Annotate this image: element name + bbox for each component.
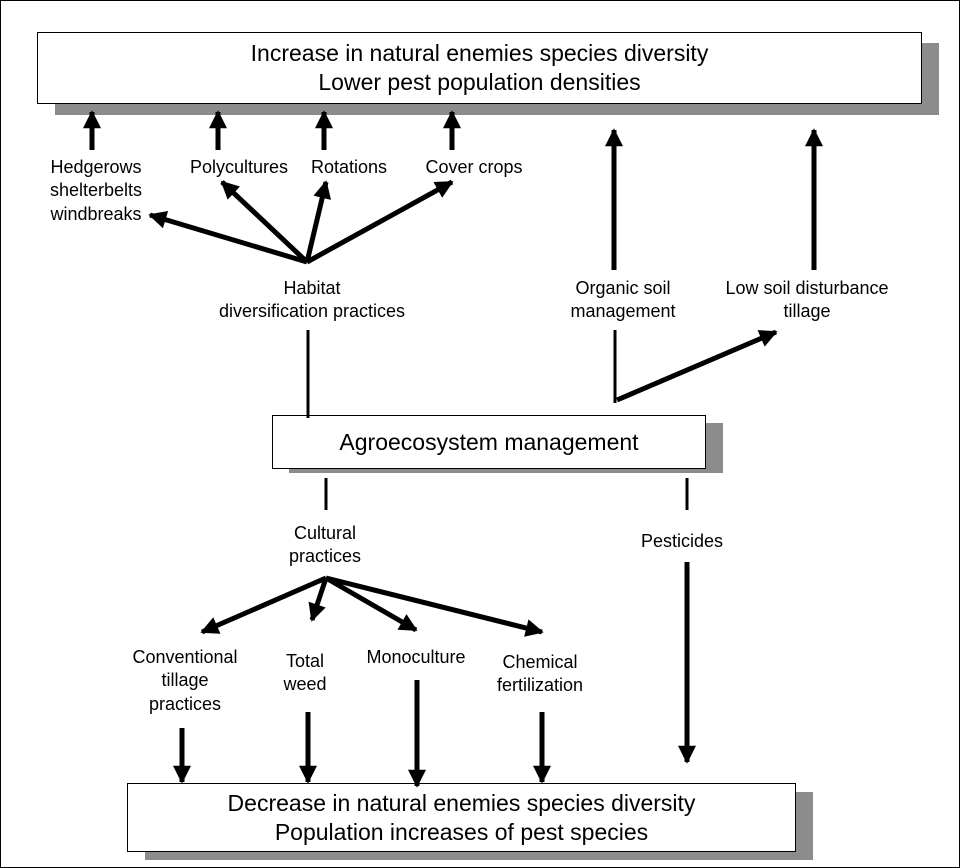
label-monoculture-line-1: Monoculture (366, 647, 466, 667)
arrow-habitat-to-polycultures (220, 180, 309, 264)
label-chemical-line-2: fertilization (496, 675, 584, 696)
label-pesticides: Pesticides (641, 530, 723, 553)
label-monoculture: Monoculture (366, 646, 465, 669)
label-low-tillage-line-1: Low soil disturbance (725, 278, 889, 298)
label-polycultures: Polycultures (190, 156, 288, 179)
label-rotations-line-1: Rotations (310, 157, 388, 177)
label-total-weed: Total weed (283, 650, 326, 697)
label-cultural-line-2: practices (288, 546, 362, 567)
label-conventional-line-2: tillage (161, 670, 209, 691)
label-total-weed-line-1: Total (285, 651, 325, 671)
label-habitat-line-1: Habitat (283, 278, 341, 298)
label-organic-soil: Organic soil management (570, 277, 675, 324)
arrow-habitat-to-rotations (304, 180, 332, 263)
outcome-positive-line-2: Lower pest population densities (318, 69, 641, 95)
label-conventional-line-3: practices (148, 693, 222, 714)
label-cover-crops-line-1: Cover crops (425, 157, 523, 177)
label-chemical-line-1: Chemical (502, 652, 578, 672)
agroecosystem-management-box: Agroecosystem management (272, 415, 706, 469)
label-polycultures-line-1: Polycultures (189, 157, 289, 177)
label-low-tillage-line-2: tillage (783, 301, 831, 322)
outcome-positive-line-1: Increase in natural enemies species dive… (250, 40, 709, 67)
label-rotations: Rotations (311, 156, 387, 179)
label-organic-soil-line-1: Organic soil (575, 278, 671, 298)
outcome-negative-line-1: Decrease in natural enemies species dive… (227, 789, 696, 816)
label-cover-crops: Cover crops (425, 156, 522, 179)
label-hedgerows-line-2: shelterbelts (49, 180, 143, 201)
label-hedgerows: Hedgerows shelterbelts windbreaks (50, 156, 142, 226)
arrow-cultural-to-conventional (200, 575, 327, 635)
arrow-cultural-to-monoculture (324, 575, 418, 633)
arrow-cultural-to-chemical (325, 575, 544, 637)
label-low-tillage: Low soil disturbance tillage (725, 277, 888, 324)
arrow-habitat-to-hedgerows (148, 211, 308, 265)
agroecosystem-management-label: Agroecosystem management (339, 428, 639, 455)
arrow-cultural-to-total-weed (308, 577, 329, 622)
outcome-positive-box: Increase in natural enemies species dive… (37, 32, 922, 104)
label-cultural-line-1: Cultural (293, 523, 357, 543)
label-pesticides-line-1: Pesticides (640, 531, 724, 551)
arrow-to-low-tillage (616, 329, 778, 403)
label-habitat-line-2: diversification practices (218, 301, 406, 322)
label-chemical-fertilization: Chemical fertilization (497, 651, 583, 698)
label-total-weed-line-2: weed (283, 674, 327, 695)
label-conventional-tillage: Conventional tillage practices (132, 646, 237, 716)
label-cultural-practices: Cultural practices (289, 522, 361, 569)
outcome-negative-line-2: Population increases of pest species (274, 818, 649, 845)
label-hedgerows-line-1: Hedgerows (50, 157, 142, 177)
label-hedgerows-line-3: windbreaks (50, 203, 142, 224)
label-conventional-line-1: Conventional (132, 647, 238, 667)
arrow-habitat-to-cover-crops (305, 179, 454, 265)
label-habitat-diversification: Habitat diversification practices (219, 277, 405, 324)
label-organic-soil-line-2: management (570, 301, 676, 322)
outcome-negative-box: Decrease in natural enemies species dive… (127, 783, 796, 852)
